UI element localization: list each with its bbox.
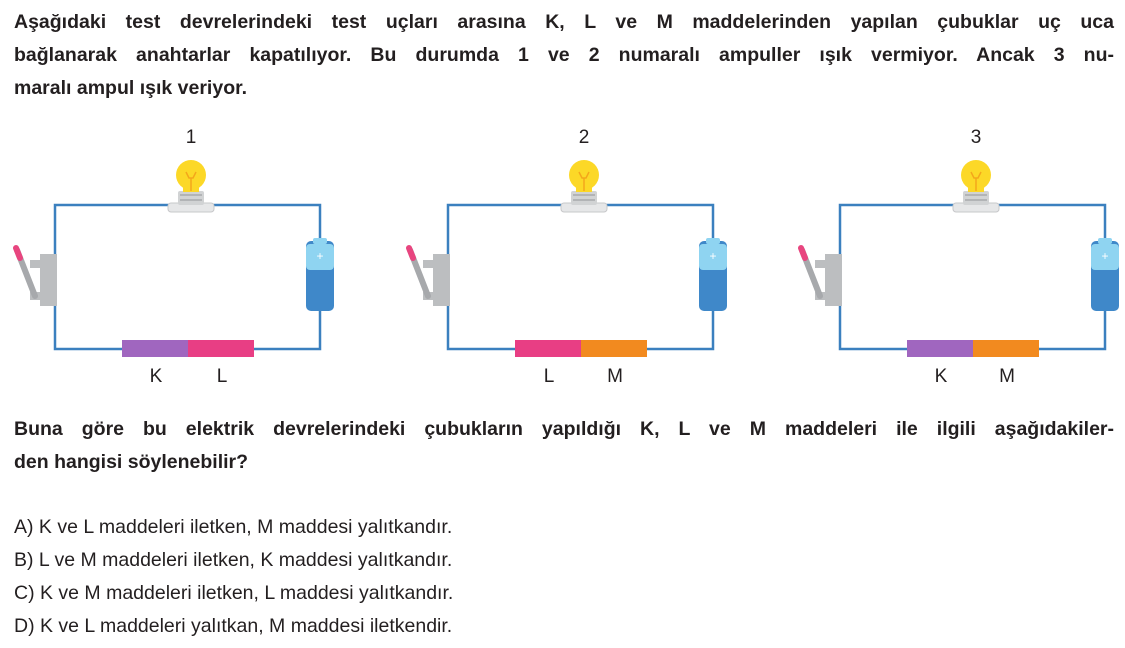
bulb-number: 1	[185, 127, 197, 148]
prompt-line-1: Buna göre bu elektrik devrelerindeki çub…	[14, 418, 1114, 440]
option-letter: D)	[14, 615, 35, 637]
question-line-3: maralı ampul ışık veriyor.	[14, 77, 248, 99]
prompt-line-2: den hangisi söylenebilir?	[14, 451, 249, 473]
battery-plus-sign: +	[709, 249, 716, 263]
option-text: K ve L maddeleri yalıtkan, M maddesi ile…	[40, 615, 453, 637]
circuit-diagram: +	[13, 160, 334, 357]
question-line-1: Aşağıdaki test devrelerindeki test uçlar…	[14, 11, 1114, 33]
rod-label-right: M	[607, 366, 623, 387]
circuit-diagram: +	[406, 160, 727, 357]
circuit-diagram: +	[798, 160, 1119, 357]
switch-icon	[798, 245, 842, 306]
circuit-3: + 3 K M	[785, 118, 1119, 398]
battery-plus-sign: +	[1101, 249, 1108, 263]
question-text: Aşağıdaki test devrelerindeki test uçlar…	[14, 6, 1114, 105]
option-d[interactable]: D) K ve L maddeleri yalıtkan, M maddesi …	[14, 610, 453, 643]
battery-icon: +	[1091, 238, 1119, 311]
battery-icon: +	[306, 238, 334, 311]
rod-left	[515, 340, 581, 357]
option-text: K ve L maddeleri iletken, M maddesi yalı…	[38, 516, 453, 538]
option-letter: A)	[14, 516, 34, 538]
bulb-number: 3	[970, 127, 982, 148]
circuit-wire	[838, 203, 1107, 351]
question-line-2: bağlanarak anahtarlar kapatılıyor. Bu du…	[14, 44, 1114, 66]
option-letter: C)	[14, 582, 35, 604]
rod-label-left: K	[149, 366, 163, 387]
option-text: L ve M maddeleri iletken, K maddesi yalı…	[38, 549, 453, 571]
lightbulb-icon	[167, 160, 215, 213]
option-text: K ve M maddeleri iletken, L maddesi yalı…	[40, 582, 454, 604]
rod-label-right: L	[216, 366, 228, 387]
circuit-2: + 2 L M	[393, 118, 727, 398]
rod-left	[122, 340, 188, 357]
rod-right	[188, 340, 254, 357]
option-b[interactable]: B) L ve M maddeleri iletken, K maddesi y…	[14, 544, 453, 577]
rod-label-right: M	[999, 366, 1015, 387]
battery-icon: +	[699, 238, 727, 311]
option-letter: B)	[14, 549, 34, 571]
bulb-number: 2	[578, 127, 590, 148]
lightbulb-icon	[560, 160, 608, 213]
switch-icon	[406, 245, 450, 306]
rod-right	[581, 340, 647, 357]
lightbulb-icon	[952, 160, 1000, 213]
option-a[interactable]: A) K ve L maddeleri iletken, M maddesi y…	[14, 511, 453, 544]
switch-icon	[13, 245, 57, 306]
answer-options: A) K ve L maddeleri iletken, M maddesi y…	[14, 511, 453, 643]
rod-right	[973, 340, 1039, 357]
rod-left	[907, 340, 973, 357]
circuit-wire	[53, 203, 322, 351]
rod-label-left: L	[543, 366, 555, 387]
circuit-1: + 1 K L	[0, 118, 334, 398]
rod-label-left: K	[934, 366, 948, 387]
circuit-wire	[446, 203, 715, 351]
battery-plus-sign: +	[316, 249, 323, 263]
option-c[interactable]: C) K ve M maddeleri iletken, L maddesi y…	[14, 577, 453, 610]
prompt-text: Buna göre bu elektrik devrelerindeki çub…	[14, 413, 1114, 479]
